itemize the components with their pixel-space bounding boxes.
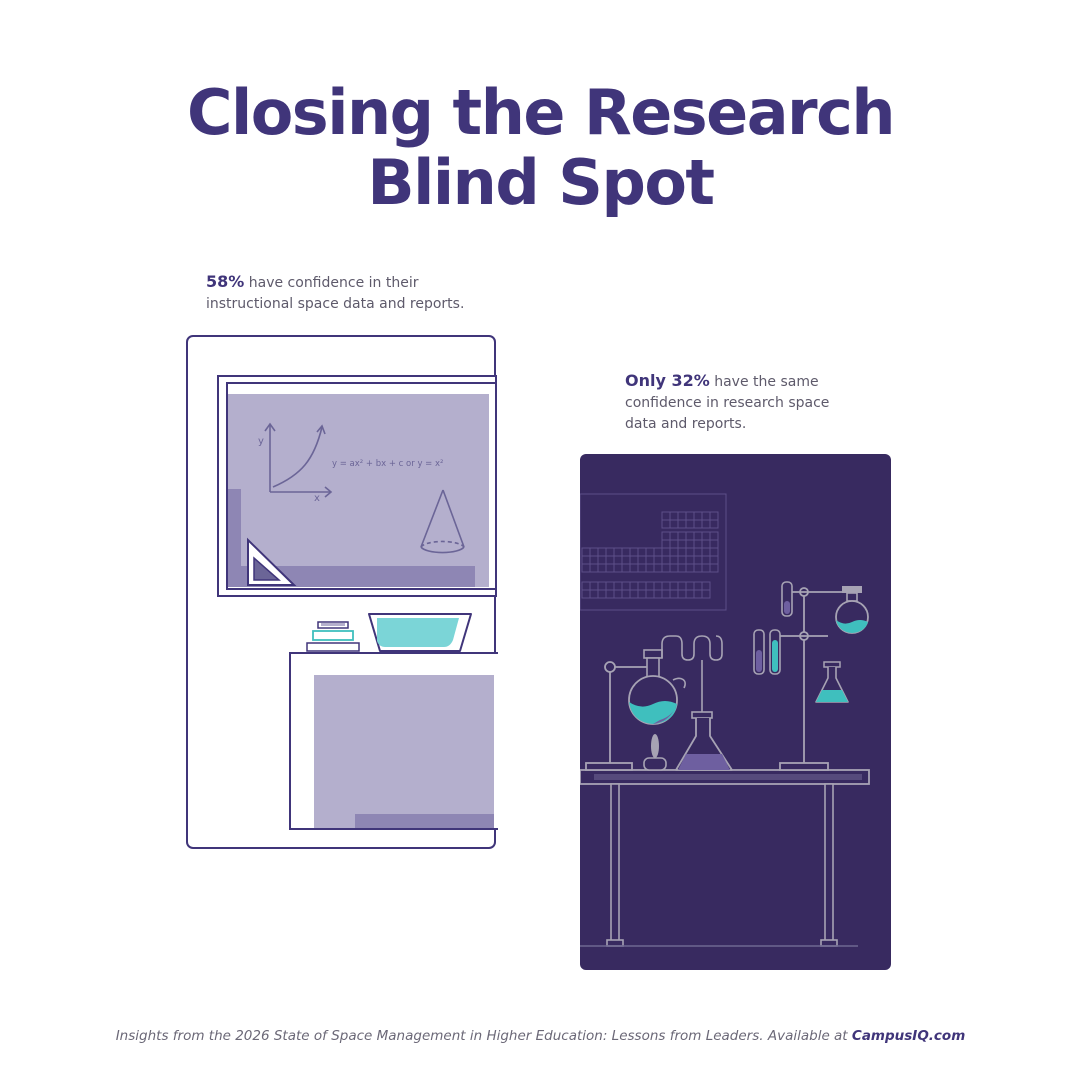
books-icon: [306, 621, 360, 652]
page-title: Closing the Research Blind Spot: [0, 78, 1081, 218]
chalkboard: [217, 375, 497, 597]
burner-icon: [643, 734, 667, 771]
desk: [289, 652, 498, 830]
equation-text: y = ax² + bx + c or y = x²: [332, 459, 443, 469]
set-square-icon: [247, 537, 297, 586]
campusiq-link[interactable]: CampusIQ.com: [851, 1028, 966, 1044]
axis-x-label: x: [314, 493, 320, 504]
round-flask-icon: [628, 649, 686, 725]
right-ring-stand: [776, 587, 850, 771]
hanging-flask-icon: [835, 586, 869, 634]
title-line-2: Blind Spot: [367, 146, 715, 219]
title-line-1: Closing the Research: [186, 76, 896, 149]
condenser-tube: [661, 635, 723, 712]
footer-text: Insights from the 2026 State of Space Ma…: [115, 1028, 852, 1044]
instructional-stat-value: 58%: [206, 272, 245, 291]
classroom-illustration: y x y = ax² + bx + c or y = x²: [186, 335, 498, 849]
research-stat-text: have the same confidence in research spa…: [625, 374, 830, 432]
footer-note: Insights from the 2026 State of Space Ma…: [0, 1028, 1081, 1044]
test-tube-icon: [753, 581, 793, 675]
lab-table: [580, 769, 870, 947]
cone-drawing: [420, 489, 465, 554]
lab-illustration: [580, 454, 891, 970]
graph-drawing: [264, 422, 333, 498]
erlenmeyer-flask-icon: [675, 711, 733, 771]
research-stat-value: Only 32%: [625, 371, 710, 390]
small-flask-icon: [815, 661, 849, 703]
axis-y-label: y: [258, 436, 264, 447]
basket-icon: [368, 613, 472, 652]
instructional-stat-text: have confidence in their instructional s…: [206, 275, 465, 312]
periodic-table-poster: [580, 493, 727, 611]
left-ring-stand: [585, 661, 648, 771]
research-stat: Only 32% have the same confidence in res…: [625, 370, 865, 435]
instructional-stat: 58% have confidence in their instruction…: [206, 271, 506, 315]
